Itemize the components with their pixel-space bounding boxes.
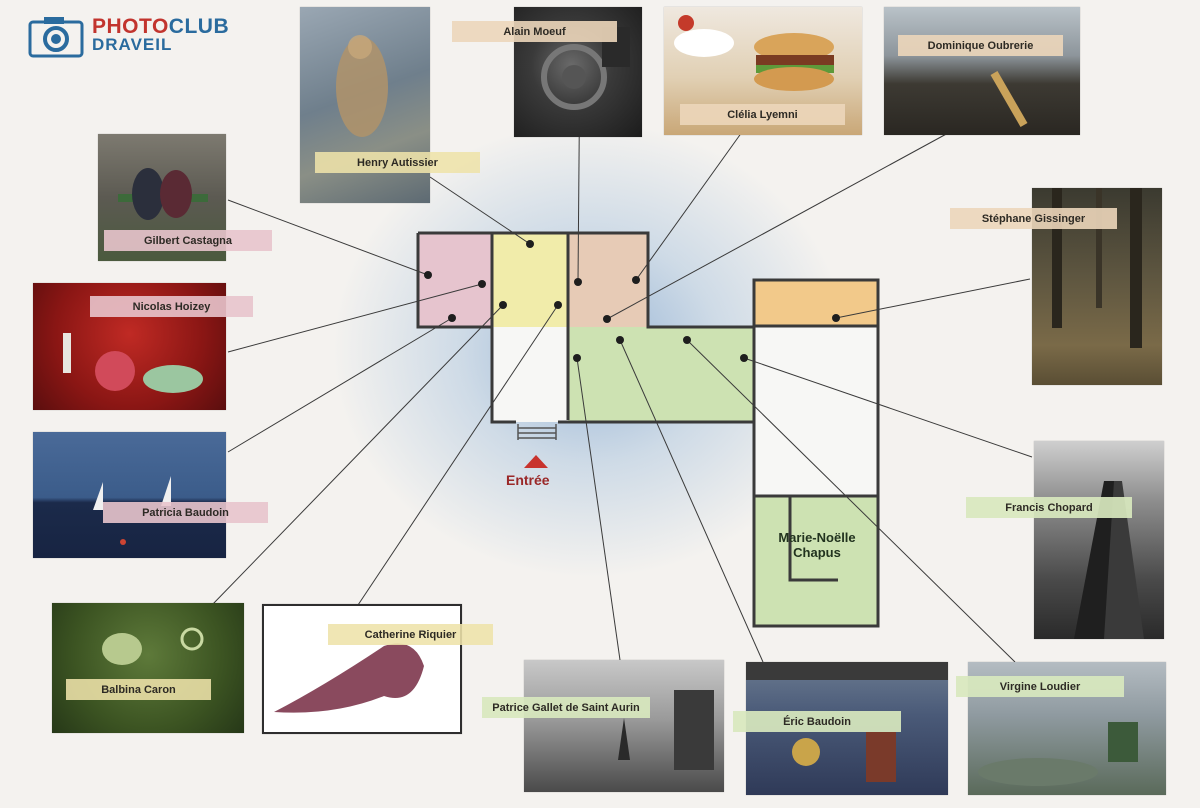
label-nicolas-hoizey: Nicolas Hoizey (90, 296, 253, 317)
connector-dots (424, 240, 840, 362)
label-patrice-gallet: Patrice Gallet de Saint Aurin (482, 697, 650, 718)
photo-patrice-gallet (524, 660, 724, 792)
room-marie-noelle (754, 496, 878, 626)
room-corridor (754, 326, 878, 496)
label-patricia-baudoin: Patricia Baudoin (103, 502, 268, 523)
logo-title-photo: PHOTO (92, 15, 169, 38)
room-yellow (492, 233, 568, 327)
photo-dominique-oubrerie (884, 7, 1080, 135)
camera-icon (28, 17, 84, 58)
logo-title-club: CLUB (168, 15, 230, 38)
label-virgine-loudier: Virgine Loudier (956, 676, 1124, 697)
label-alain-moeuf: Alain Moeuf (452, 21, 617, 42)
photo-henry-autissier (300, 7, 430, 203)
room-label-marie-noelle: Marie-Noëlle Chapus (778, 530, 856, 560)
label-gilbert-castagna: Gilbert Castagna (104, 230, 272, 251)
walls (416, 231, 880, 628)
entrance-label: Entrée (506, 472, 550, 488)
label-francis-chopard: Francis Chopard (966, 497, 1132, 518)
photo-patricia-baudoin (33, 432, 226, 558)
logo-title: PHOTOCLUB (92, 15, 230, 38)
room-hall (492, 327, 568, 422)
entrance-steps (517, 424, 557, 440)
label-clelia-lyemni: Clélia Lyemni (680, 104, 845, 125)
label-balbina-caron: Balbina Caron (66, 679, 211, 700)
photo-francis-chopard (1034, 441, 1164, 639)
entrance-arrow-icon (524, 455, 548, 468)
label-eric-baudoin: Éric Baudoin (733, 711, 901, 732)
room-pink (418, 233, 492, 327)
photo-eric-baudoin (746, 662, 948, 795)
logo-subtitle: DRAVEIL (92, 35, 173, 54)
photo-club-logo: PHOTOCLUB DRAVEIL (28, 14, 229, 58)
connector-lines (211, 41, 1033, 663)
room-green-main (568, 327, 754, 422)
photo-balbina-caron (52, 603, 244, 733)
label-catherine-riquier: Catherine Riquier (328, 624, 493, 645)
label-stephane-gissinger: Stéphane Gissinger (950, 208, 1117, 229)
label-henry-autissier: Henry Autissier (315, 152, 480, 173)
label-dominique-oubrerie: Dominique Oubrerie (898, 35, 1063, 56)
room-orange (754, 280, 878, 326)
